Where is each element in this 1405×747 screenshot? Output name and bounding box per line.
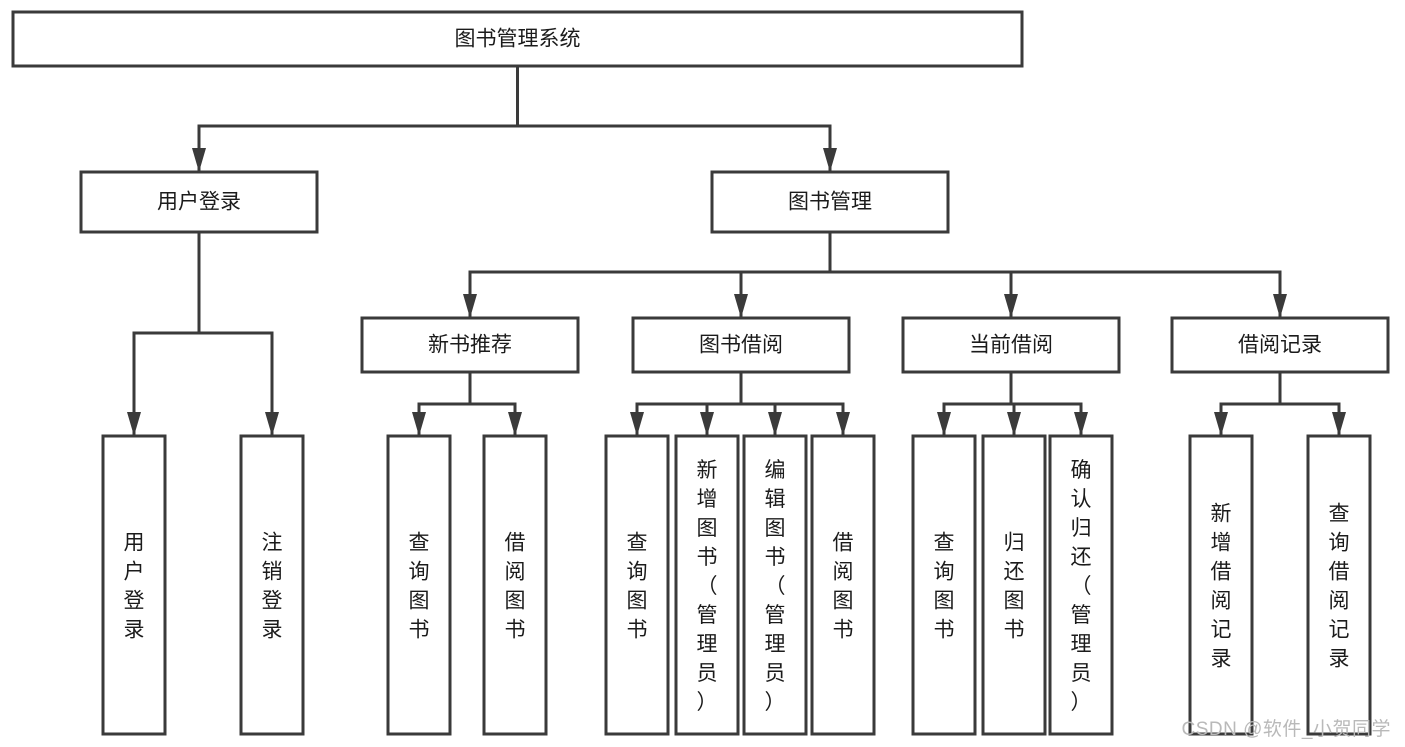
arrow-head-icon: [508, 412, 522, 436]
arrow-head-icon: [265, 412, 279, 436]
arrow-head-icon: [1074, 412, 1088, 436]
node-box-book-manage[interactable]: [710, 170, 950, 234]
node-box-user-login[interactable]: [79, 170, 319, 234]
arrow-head-icon: [836, 412, 850, 436]
arrow-head-icon: [937, 412, 951, 436]
arrow-head-icon: [1004, 294, 1018, 318]
node-box-leaf-rec-query-book[interactable]: [386, 434, 452, 736]
arrow-head-icon: [1332, 412, 1346, 436]
node-label-leaf-borrow-lend-book: 借阅图书: [833, 532, 854, 642]
arrow-head-icon: [1273, 294, 1287, 318]
node-label-leaf-cur-query-book: 查询图书: [934, 532, 955, 642]
node-leaf-borrow-lend-book[interactable]: 借阅图书: [810, 434, 876, 736]
arrow-head-icon: [1214, 412, 1228, 436]
node-leaf-rec-query-book[interactable]: 查询图书: [386, 434, 452, 736]
node-label-borrow-record: 借阅记录: [1238, 334, 1322, 357]
edge-group-new-book-rec: [412, 370, 522, 438]
node-borrow-record[interactable]: 借阅记录: [1170, 316, 1390, 374]
node-label-leaf-cur-confirm-return: 确认归还（管理员）: [1071, 459, 1092, 714]
node-user-login[interactable]: 用户登录: [79, 170, 319, 234]
arrow-head-icon: [823, 148, 837, 172]
node-label-leaf-borrow-query-book: 查询图书: [627, 532, 648, 642]
node-leaf-rec-query-record[interactable]: 查询借阅记录: [1306, 434, 1372, 736]
node-box-leaf-cur-return-book[interactable]: [981, 434, 1047, 736]
node-leaf-borrow-query-book[interactable]: 查询图书: [604, 434, 670, 736]
arrow-head-icon: [1007, 412, 1021, 436]
node-box-leaf-user-logout[interactable]: [239, 434, 305, 736]
node-leaf-borrow-edit-book[interactable]: 编辑图书（管理员）: [742, 434, 808, 736]
edge-group-borrow-record: [1214, 370, 1346, 438]
node-leaf-borrow-add-book[interactable]: 新增图书（管理员）: [674, 434, 740, 736]
edge-group-user-login: [127, 230, 279, 438]
arrow-head-icon: [463, 294, 477, 318]
node-box-leaf-borrow-lend-book[interactable]: [810, 434, 876, 736]
node-box-book-borrow[interactable]: [631, 316, 851, 374]
node-leaf-rec-borrow-book[interactable]: 借阅图书: [482, 434, 548, 736]
node-box-leaf-borrow-query-book[interactable]: [604, 434, 670, 736]
node-label-new-book-rec: 新书推荐: [428, 334, 512, 357]
node-label-leaf-borrow-add-book: 新增图书（管理员）: [697, 459, 718, 714]
arrow-head-icon: [734, 294, 748, 318]
node-box-leaf-borrow-add-book[interactable]: [674, 434, 740, 736]
arrow-head-icon: [700, 412, 714, 436]
node-leaf-cur-return-book[interactable]: 归还图书: [981, 434, 1047, 736]
node-new-book-rec[interactable]: 新书推荐: [360, 316, 580, 374]
node-label-leaf-cur-return-book: 归还图书: [1004, 532, 1025, 642]
node-label-leaf-user-logout: 注销登录: [262, 532, 283, 642]
node-label-leaf-rec-add-record: 新增借阅记录: [1211, 503, 1232, 671]
node-label-current-borrow: 当前借阅: [969, 334, 1053, 357]
node-label-leaf-rec-query-book: 查询图书: [409, 532, 430, 642]
node-label-root: 图书管理系统: [455, 28, 581, 51]
node-current-borrow[interactable]: 当前借阅: [901, 316, 1121, 374]
node-leaf-cur-confirm-return[interactable]: 确认归还（管理员）: [1048, 434, 1114, 736]
node-leaf-cur-query-book[interactable]: 查询图书: [911, 434, 977, 736]
node-label-user-login: 用户登录: [157, 191, 241, 214]
node-leaf-rec-add-record[interactable]: 新增借阅记录: [1188, 434, 1254, 736]
node-box-leaf-cur-query-book[interactable]: [911, 434, 977, 736]
edge-group-book-borrow: [630, 370, 850, 438]
node-leaf-user-logout[interactable]: 注销登录: [239, 434, 305, 736]
node-label-book-borrow: 图书借阅: [699, 334, 783, 357]
arrow-head-icon: [192, 148, 206, 172]
arrow-head-icon: [768, 412, 782, 436]
node-box-leaf-rec-query-record[interactable]: [1306, 434, 1372, 736]
node-box-leaf-rec-add-record[interactable]: [1188, 434, 1254, 736]
node-layer: 图书管理系统用户登录图书管理新书推荐图书借阅当前借阅借阅记录用户登录注销登录查询…: [11, 10, 1390, 736]
node-box-leaf-user-login[interactable]: [101, 434, 167, 736]
arrow-head-icon: [412, 412, 426, 436]
node-leaf-user-login[interactable]: 用户登录: [101, 434, 167, 736]
node-box-leaf-borrow-edit-book[interactable]: [742, 434, 808, 736]
node-book-manage[interactable]: 图书管理: [710, 170, 950, 234]
node-root[interactable]: 图书管理系统: [11, 10, 1024, 68]
edge-group-book-manage: [463, 230, 1287, 320]
node-label-leaf-rec-query-record: 查询借阅记录: [1329, 503, 1350, 671]
node-box-leaf-rec-borrow-book[interactable]: [482, 434, 548, 736]
node-label-book-manage: 图书管理: [788, 191, 872, 214]
node-box-leaf-cur-confirm-return[interactable]: [1048, 434, 1114, 736]
edge-group-root: [192, 64, 837, 174]
node-label-leaf-rec-borrow-book: 借阅图书: [505, 532, 526, 642]
node-label-leaf-borrow-edit-book: 编辑图书（管理员）: [765, 459, 786, 714]
node-book-borrow[interactable]: 图书借阅: [631, 316, 851, 374]
node-box-root[interactable]: [11, 10, 1024, 68]
node-label-leaf-user-login: 用户登录: [124, 532, 145, 642]
node-box-new-book-rec[interactable]: [360, 316, 580, 374]
arrow-head-icon: [127, 412, 141, 436]
edge-group-current-borrow: [937, 370, 1088, 438]
node-box-current-borrow[interactable]: [901, 316, 1121, 374]
arrow-head-icon: [630, 412, 644, 436]
node-box-borrow-record[interactable]: [1170, 316, 1390, 374]
connector-layer: [127, 64, 1346, 438]
